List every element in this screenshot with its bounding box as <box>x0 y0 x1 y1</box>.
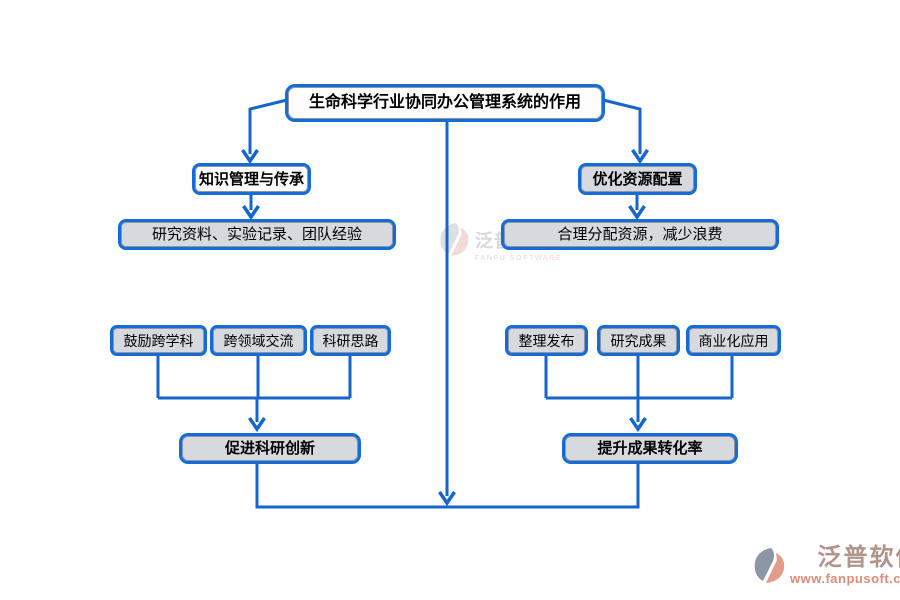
node-right-outcome-label: 提升成果转化率 <box>597 440 703 457</box>
node-left-sub-2: 科研思路 <box>310 325 391 356</box>
footer-logo: 泛普软件 www.fanpusoft.com <box>751 545 900 586</box>
node-left-level2: 研究资料、实验记录、团队经验 <box>118 219 396 250</box>
footer-logo-url: www.fanpusoft.com <box>790 571 900 587</box>
arrowhead-right-l1 <box>631 149 649 165</box>
node-left-level1: 知识管理与传承 <box>192 163 311 195</box>
node-right-level1: 优化资源配置 <box>578 163 697 195</box>
node-right-level2-label: 合理分配资源，减少浪费 <box>557 226 723 243</box>
fanpu-watermark-icon <box>440 222 469 256</box>
node-right-outcome: 提升成果转化率 <box>562 433 738 464</box>
node-left-sub-2-label: 科研思路 <box>322 332 379 349</box>
node-left-sub-0: 鼓励跨学科 <box>110 325 207 356</box>
footer-logo-name: 泛普软件 <box>817 544 900 571</box>
arrowhead-left-l1 <box>241 149 259 165</box>
connector-root-to-left <box>248 98 288 154</box>
node-right-sub-0-label: 整理发布 <box>518 332 575 349</box>
node-left-level2-label: 研究资料、实验记录、团队经验 <box>151 226 362 243</box>
node-right-sub-1: 研究成果 <box>597 325 680 356</box>
connector-right-subitems <box>544 355 734 422</box>
node-left-sub-1: 跨领域交流 <box>210 325 307 356</box>
node-left-level1-label: 知识管理与传承 <box>198 170 304 188</box>
connector-left-subitems <box>156 355 352 422</box>
node-right-level1-label: 优化资源配置 <box>592 170 683 188</box>
connector-bottom-bus <box>255 463 640 509</box>
node-right-level2: 合理分配资源，减少浪费 <box>501 219 779 250</box>
arrowhead-left-l2 <box>242 205 260 221</box>
watermark-subtitle: FANPU SOFTWARE <box>475 255 563 262</box>
fanpu-logo-icon <box>754 548 785 583</box>
node-right-sub-2: 商业化应用 <box>686 325 781 356</box>
node-right-sub-2-label: 商业化应用 <box>698 332 769 349</box>
node-left-outcome-label: 促进科研创新 <box>224 440 315 457</box>
node-left-sub-1-label: 跨领域交流 <box>223 332 294 349</box>
node-right-sub-1-label: 研究成果 <box>610 332 667 349</box>
arrowhead-central <box>438 491 456 507</box>
arrowhead-right-outcome <box>629 417 647 433</box>
arrowhead-left-outcome <box>248 417 266 433</box>
node-root-label: 生命科学行业协同办公管理系统的作用 <box>308 94 581 111</box>
node-left-outcome: 促进科研创新 <box>179 433 361 464</box>
node-root: 生命科学行业协同办公管理系统的作用 <box>285 84 605 122</box>
arrowhead-right-l2 <box>628 205 646 221</box>
node-right-sub-0: 整理发布 <box>505 325 588 356</box>
connector-root-to-right <box>602 98 642 154</box>
node-left-sub-0-label: 鼓励跨学科 <box>123 332 194 349</box>
